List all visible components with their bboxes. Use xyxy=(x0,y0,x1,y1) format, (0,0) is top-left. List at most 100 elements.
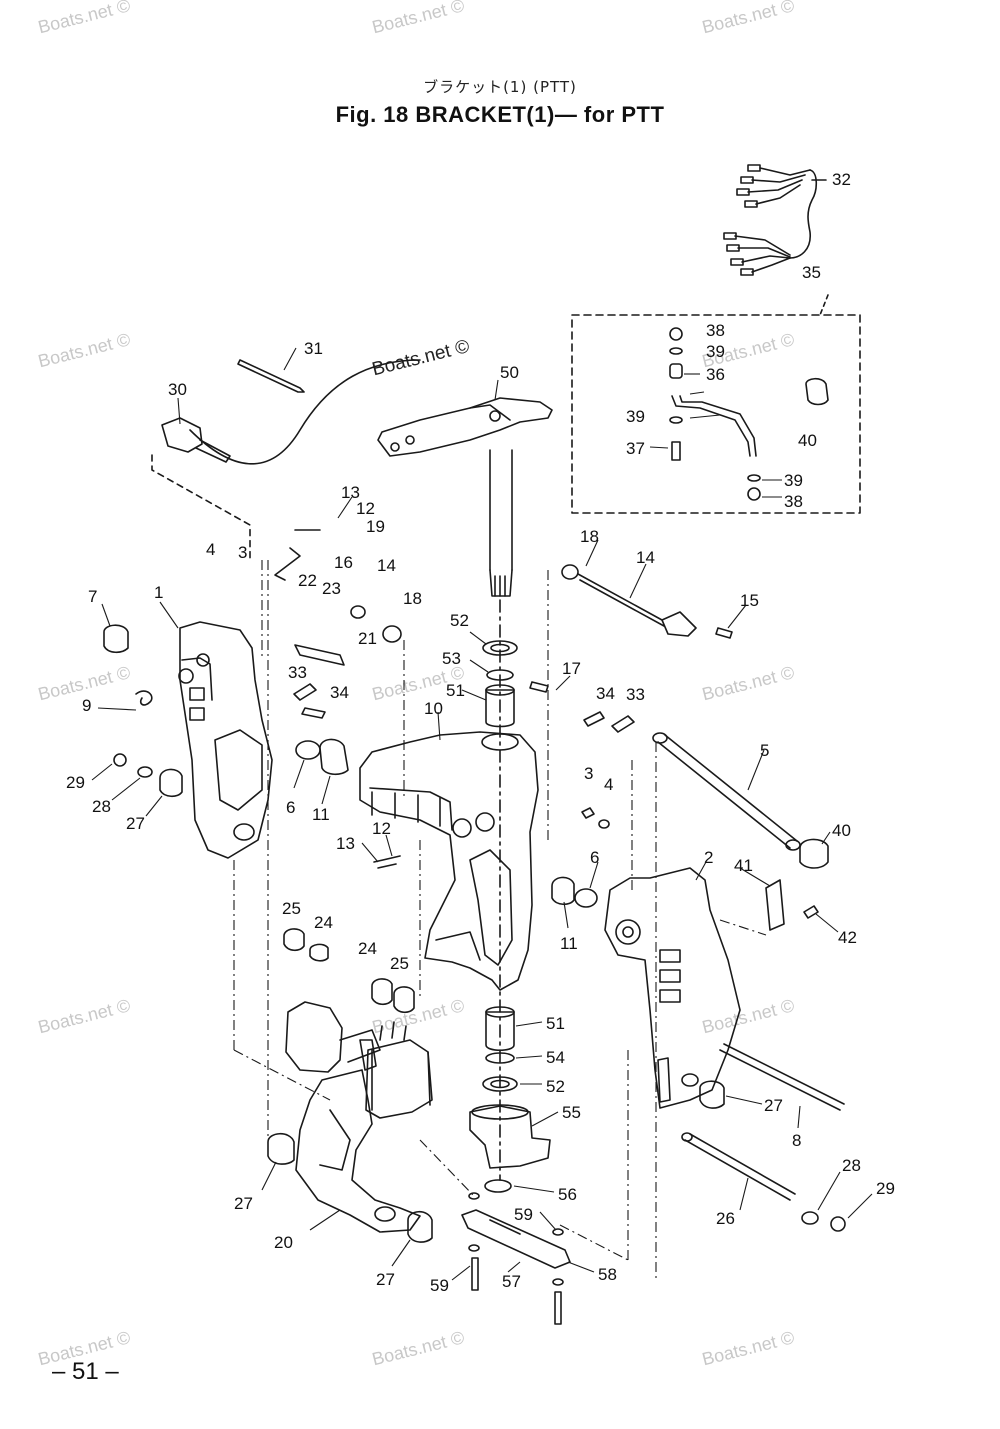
stern-bracket-2 xyxy=(604,867,741,1109)
callout-4-left: 4 xyxy=(206,540,216,559)
callout-52-top: 52 xyxy=(450,611,469,630)
japanese-title: ブラケット(1) (PTT) xyxy=(423,78,577,96)
washer-6-left xyxy=(295,740,321,760)
callout-54: 54 xyxy=(546,1048,565,1067)
swivel-bracket-10 xyxy=(359,731,539,991)
callout-22: 22 xyxy=(298,571,317,590)
bolt-59-lower xyxy=(471,1257,479,1291)
washer-56 xyxy=(484,1179,512,1193)
callout-58: 57 xyxy=(502,1272,521,1291)
washer-6-right xyxy=(574,888,598,908)
callout-35: 35 xyxy=(802,263,821,282)
callout-40-bottom: 40 xyxy=(832,821,851,840)
tube-8 xyxy=(719,1043,845,1111)
pin-15 xyxy=(715,627,733,639)
callout-27-bottom: 27 xyxy=(376,1270,395,1289)
nut-29-left xyxy=(113,753,127,767)
friction-55 xyxy=(469,1105,551,1169)
trim-switch-30 xyxy=(161,417,231,463)
callout-9: 9 xyxy=(82,696,92,715)
callout-42: 42 xyxy=(838,928,857,947)
callout-28-right: 28 xyxy=(842,1156,861,1175)
callout-18-left: 18 xyxy=(403,589,422,608)
callout-34-right: 34 xyxy=(596,684,615,703)
callout-13-bottom: 13 xyxy=(336,834,355,853)
callout-11-left: 11 xyxy=(312,805,330,824)
callout-32: 32 xyxy=(832,170,851,189)
callout-38-bottom: 38 xyxy=(784,492,803,511)
steering-arm-50 xyxy=(377,397,553,597)
figure-title: Fig. 18 BRACKET(1)— for PTT xyxy=(335,102,665,127)
ptt-unit-20 xyxy=(285,1001,433,1233)
callout-27-lower-left: 27 xyxy=(234,1194,253,1213)
pin-21 xyxy=(294,644,345,666)
callout-14-left: 14 xyxy=(377,556,396,575)
callout-8: 8 xyxy=(792,1131,802,1150)
bushing-27-a xyxy=(159,768,183,798)
washer-52-lower xyxy=(482,1076,518,1092)
callout-50: 50 xyxy=(500,363,519,382)
washer-4-right xyxy=(598,819,610,829)
o-ring-54 xyxy=(485,1052,515,1064)
bushing-25-lower xyxy=(393,986,415,1014)
callout-39-bottom: 39 xyxy=(784,471,803,490)
bushing-11-right xyxy=(551,876,575,906)
callout-28-left: 28 xyxy=(92,797,111,816)
callout-2: 2 xyxy=(704,848,714,867)
callout-33-left: 33 xyxy=(288,663,307,682)
callout-12-top: 12 xyxy=(356,499,375,518)
bushing-27-d xyxy=(699,1080,725,1109)
tilt-tube-5 xyxy=(657,734,798,849)
pin-17 xyxy=(529,681,549,693)
callout-16: 16 xyxy=(334,553,353,572)
kit-35-box xyxy=(571,314,861,514)
callout-31: 31 xyxy=(304,339,323,358)
callout-26: 26 xyxy=(716,1209,735,1228)
strap-41 xyxy=(765,879,785,931)
kit-35-parts xyxy=(669,327,829,501)
rod-14 xyxy=(577,573,663,621)
o-ring-53 xyxy=(486,669,514,681)
callout-51-bottom: 51 xyxy=(546,1014,565,1033)
wiring-harness-32 xyxy=(723,164,827,276)
nut-29-right xyxy=(830,1216,846,1232)
callout-20: 20 xyxy=(274,1233,293,1252)
callout-12-bottom: 12 xyxy=(372,819,391,838)
bushing-51-upper xyxy=(485,689,515,728)
callout-6-right: 6 xyxy=(590,848,600,867)
callout-29-right: 29 xyxy=(876,1179,895,1198)
callout-36: 36 xyxy=(706,365,725,384)
bushing-27-c xyxy=(407,1210,433,1243)
cable-tie-31 xyxy=(237,359,305,393)
callout-24-upper: 24 xyxy=(314,913,333,932)
bushing-18-right xyxy=(561,564,579,580)
callout-4-right: 4 xyxy=(604,775,614,794)
callout-59-left: 59 xyxy=(430,1276,449,1295)
callout-10: 10 xyxy=(424,699,443,718)
callout-6-left: 6 xyxy=(286,798,296,817)
callout-41: 41 xyxy=(734,856,753,875)
callout-25-upper: 25 xyxy=(282,899,301,918)
nut-40-lower xyxy=(799,838,829,869)
callout-23: 23 xyxy=(322,579,341,598)
callout-25-lower: 25 xyxy=(390,954,409,973)
callout-53: 53 xyxy=(442,649,461,668)
washer-28-right xyxy=(801,1211,819,1225)
bolt-57 xyxy=(554,1291,562,1325)
plate-58 xyxy=(461,1209,571,1269)
callout-51-top: 51 xyxy=(446,681,465,700)
callout-11-right: 11 xyxy=(560,934,578,953)
callout-34-left: 34 xyxy=(330,683,349,702)
bushing-7 xyxy=(103,624,129,654)
callout-18-right: 18 xyxy=(580,527,599,546)
bushing-21 xyxy=(350,605,366,619)
callout-14-right: 14 xyxy=(636,548,655,567)
washer-28-left xyxy=(137,766,153,778)
bolt-34-left xyxy=(301,707,326,719)
trim-sender-cable xyxy=(189,359,421,465)
callout-5: 5 xyxy=(760,741,770,760)
callout-27-right: 27 xyxy=(764,1096,783,1115)
washer-52 xyxy=(482,640,518,656)
